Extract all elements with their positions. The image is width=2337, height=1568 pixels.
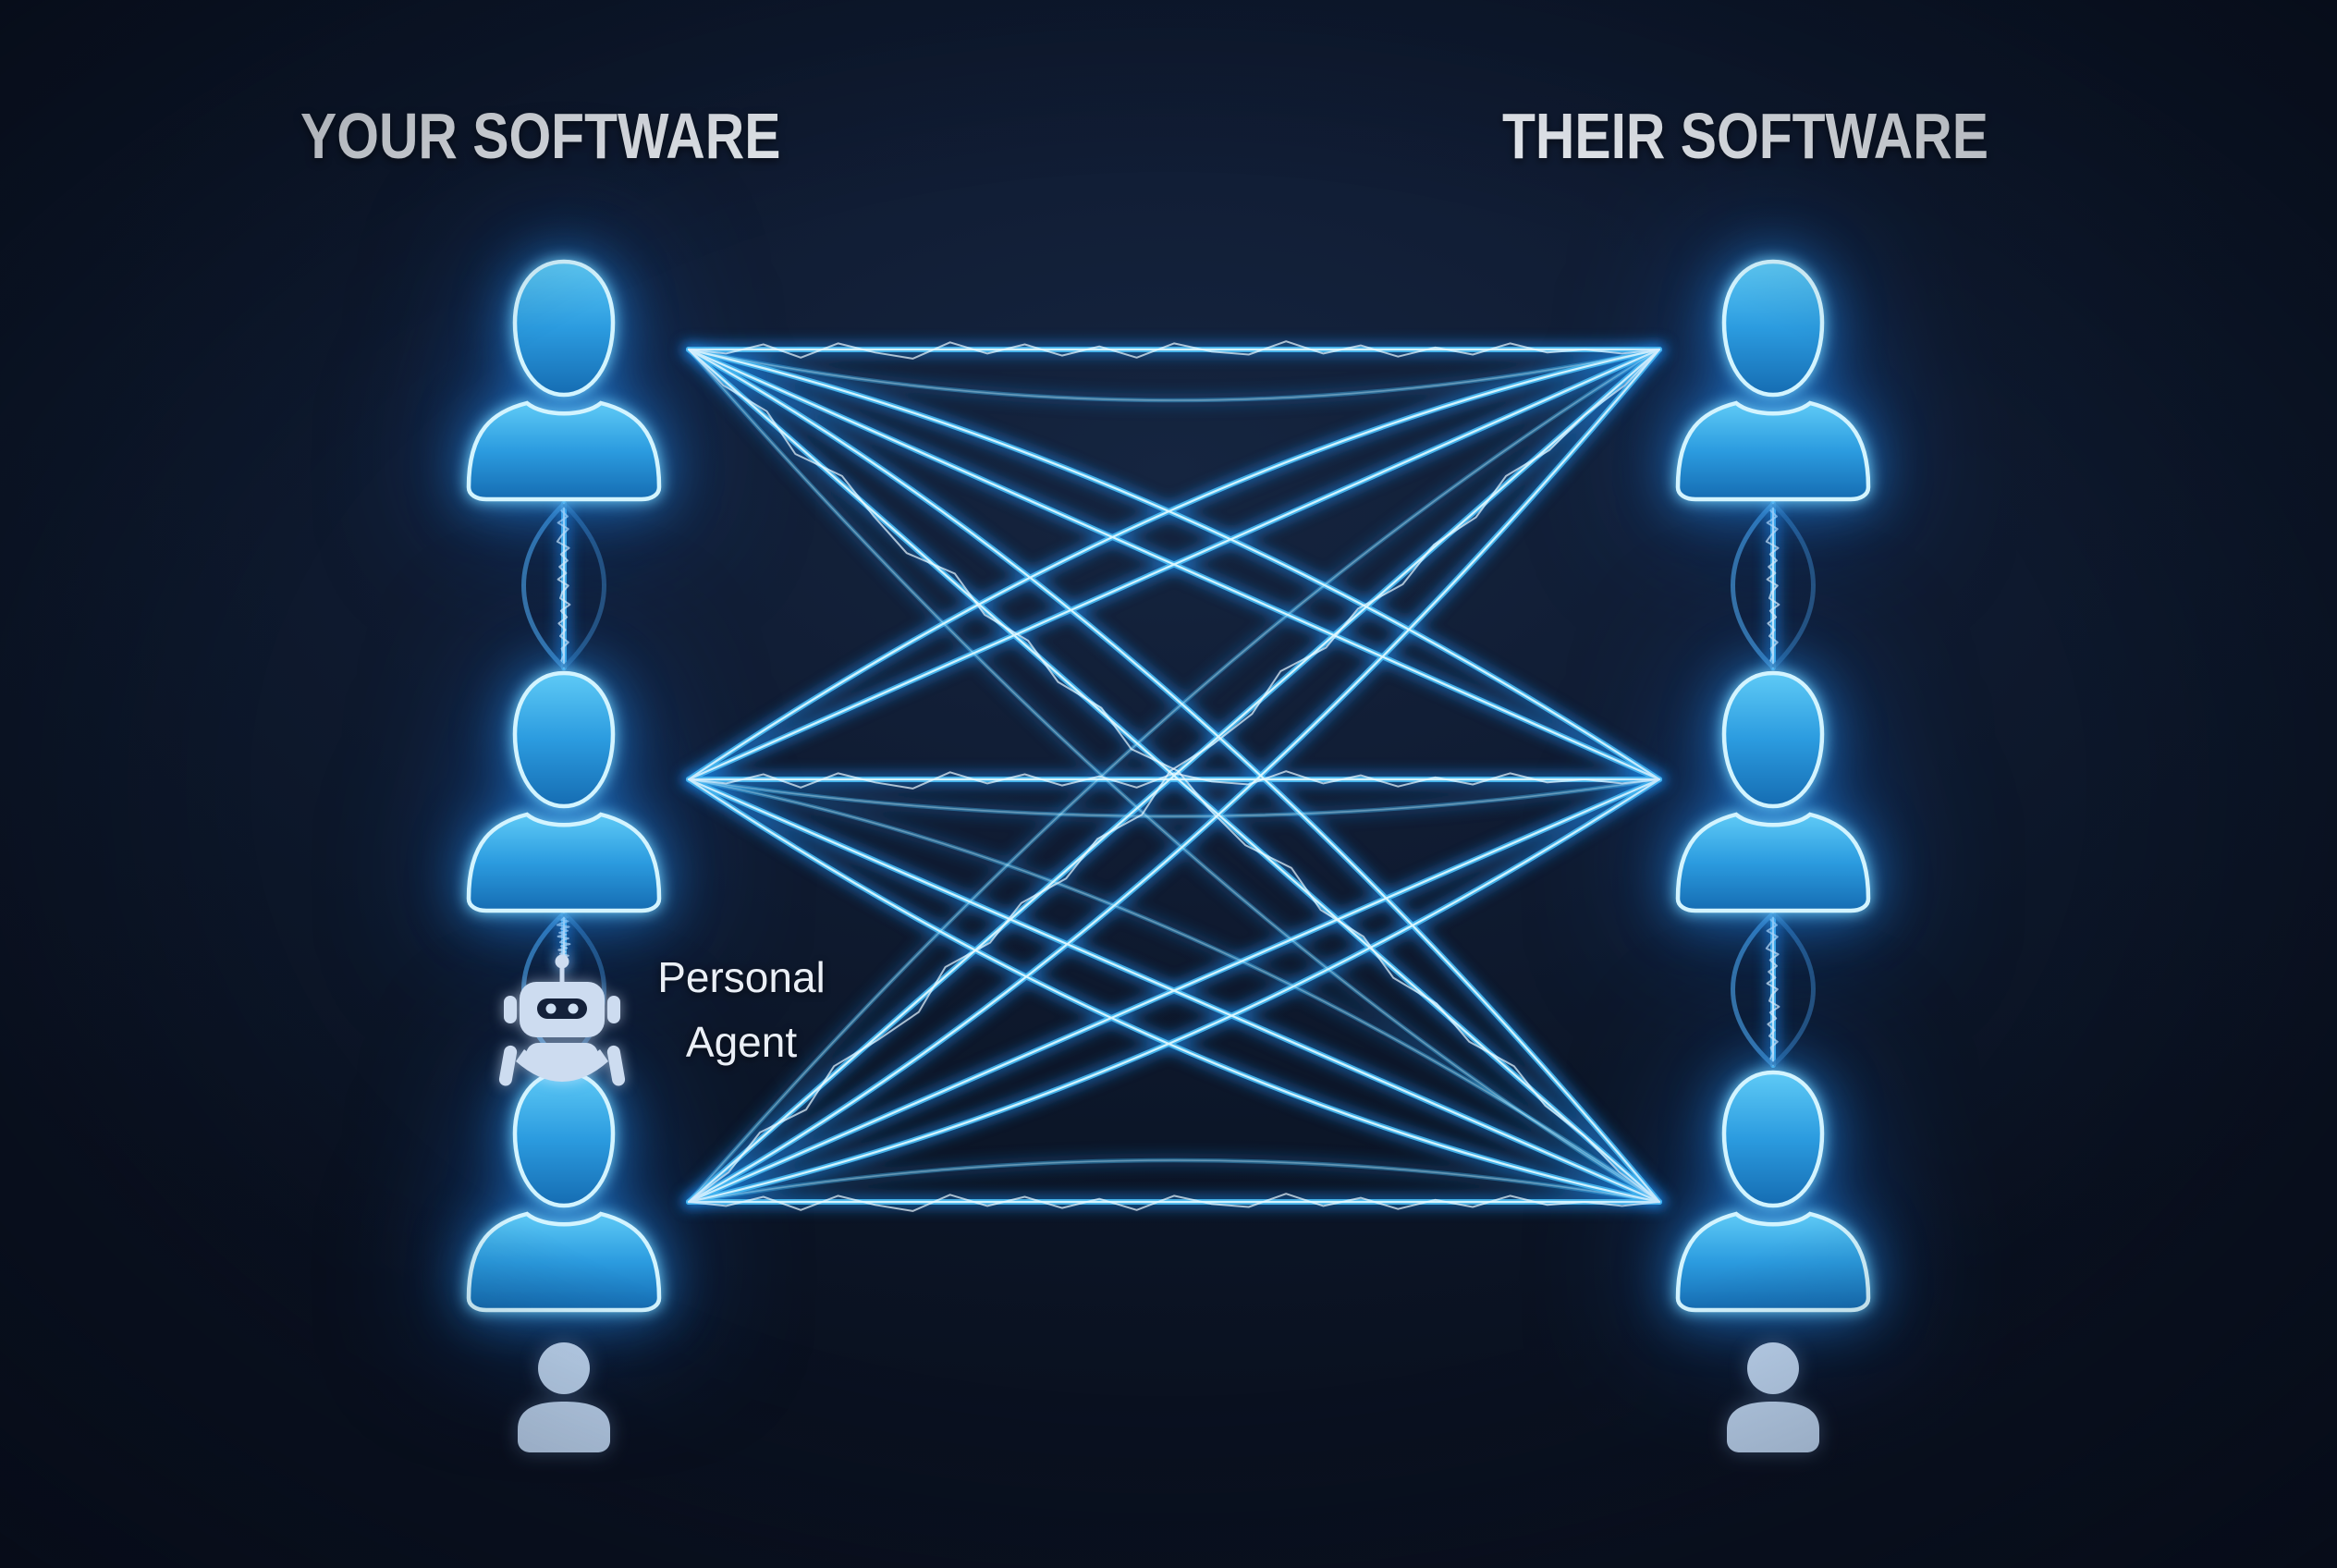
person-icon-right-3 — [1678, 1072, 1868, 1310]
robot-eye-left — [545, 1003, 557, 1014]
lightning-arc — [556, 503, 571, 668]
connection-line — [681, 772, 1667, 824]
person-link-curve — [562, 502, 606, 669]
person-icon-left-1 — [469, 262, 659, 499]
small-person-icon-right — [1727, 1342, 1819, 1452]
connection-line — [681, 342, 1667, 408]
connection-line — [687, 348, 1661, 1204]
lightning-arc — [688, 770, 1660, 790]
lightning-arc — [1765, 913, 1780, 1066]
connection-line — [688, 778, 1660, 1203]
personal-agent-robot-icon — [498, 954, 626, 1086]
person-link-curve — [1771, 912, 1816, 1067]
left-column-title: YOUR SOFTWARE — [300, 100, 781, 172]
connection-line — [687, 778, 1661, 1204]
connection-line — [686, 347, 1662, 1205]
connection-line — [681, 342, 1667, 1209]
connection-line — [687, 348, 1661, 781]
connection-line — [686, 347, 1662, 403]
person-icon-left-3 — [469, 1072, 659, 1310]
person-link-curve — [1771, 502, 1816, 669]
robot-eye-right — [568, 1003, 579, 1014]
connection-line — [687, 348, 1661, 781]
person-icon-left-2 — [469, 673, 659, 911]
lightning-arc — [688, 349, 1660, 1203]
person-icon-right-1 — [1678, 262, 1868, 499]
connection-line — [686, 1158, 1662, 1205]
small-person-icon-left — [518, 1342, 610, 1452]
personal-agent-label-line2: Agent — [685, 1018, 798, 1066]
person-link-curve — [521, 502, 566, 669]
lightning-arc — [688, 349, 1660, 1203]
connection-line — [688, 349, 1660, 401]
lightning-arc — [556, 913, 571, 964]
personal-agent-label: Personal Agent — [603, 945, 880, 1074]
mesh-core-layer — [562, 348, 1775, 1204]
mesh-lightning-layer — [556, 340, 1780, 1212]
personal-agent-label-line1: Personal — [657, 953, 826, 1001]
lightning-arc — [688, 1193, 1660, 1212]
right-column-title: THEIR SOFTWARE — [1502, 100, 1988, 172]
connection-line — [687, 348, 1661, 781]
connection-line — [687, 348, 1661, 1204]
connection-line — [688, 778, 1660, 817]
connection-line — [687, 778, 1661, 1204]
robot-visor — [537, 998, 587, 1019]
connection-line — [686, 777, 1662, 1205]
connection-line — [688, 349, 1660, 1203]
connection-line — [681, 772, 1667, 1209]
connection-line — [686, 347, 1662, 1205]
connection-line — [681, 1153, 1667, 1209]
person-link-curve — [1731, 502, 1775, 669]
lightning-arc — [1765, 503, 1780, 668]
person-link-curve — [1731, 912, 1775, 1067]
connection-line — [688, 1159, 1660, 1203]
connection-line — [687, 778, 1661, 1204]
connection-line — [686, 777, 1662, 819]
person-icon-right-2 — [1678, 673, 1868, 911]
connection-line — [688, 349, 1660, 1203]
connection-line — [687, 348, 1661, 1204]
lightning-arc — [688, 340, 1660, 360]
